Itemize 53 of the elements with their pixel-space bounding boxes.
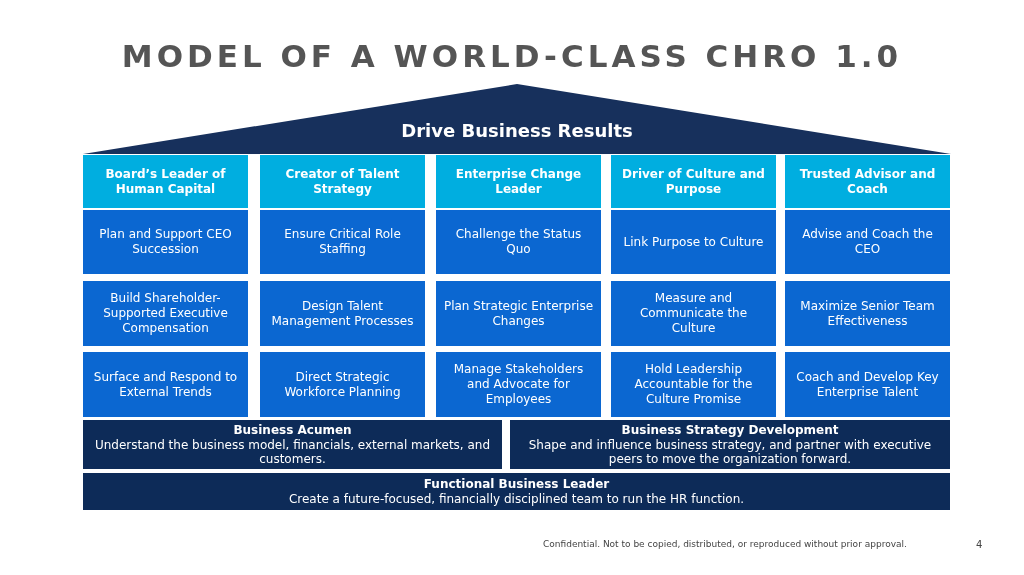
box-heading: Board’s Leader of Human Capital <box>104 166 227 197</box>
responsibility-box <box>611 210 776 274</box>
role-header-box <box>785 155 950 208</box>
box-text: Understand the business model, financials, external markets, and customers. <box>93 438 492 466</box>
responsibility-box <box>83 210 248 274</box>
box-text: Shape and influence business strategy, and partner with executive peers to move the organization forward. <box>527 438 933 466</box>
roof-title: Drive Business Results <box>401 120 633 142</box>
responsibility-box <box>611 352 776 417</box>
role-header-box <box>611 155 776 208</box>
responsibility-box <box>260 281 425 346</box>
box-text: Manage Stakeholders and Advocate for Employees <box>452 362 585 407</box>
box-heading: Functional Business Leader <box>423 477 610 492</box>
box-heading: Trusted Advisor and Coach <box>798 166 937 197</box>
box-text: Plan and Support CEO Succession <box>98 227 233 257</box>
page-number: 4 <box>976 539 983 550</box>
page-title: MODEL OF A WORLD-CLASS CHRO 1.0 <box>120 38 904 74</box>
box-text: Build Shareholder-Supported Executive Compensation <box>102 291 229 336</box>
box-text: Create a future-focused, financially disciplined team to run the HR function. <box>288 492 745 506</box>
box-text: Maximize Senior Team Effectiveness <box>799 298 936 329</box>
box-heading: Driver of Culture and Purpose <box>621 166 766 197</box>
responsibility-box <box>260 352 425 417</box>
responsibility-box <box>83 281 248 346</box>
responsibility-box <box>785 210 950 274</box>
responsibility-box <box>785 281 950 346</box>
box-text: Measure and Communicate the Culture <box>638 291 749 336</box>
box-text: Ensure Critical Role Staffing <box>283 227 402 257</box>
box-text: Direct Strategic Workforce Planning <box>283 369 402 400</box>
box-heading: Enterprise Change Leader <box>454 166 583 197</box>
box-text: Design Talent Management Processes <box>270 298 415 329</box>
responsibility-box <box>436 281 601 346</box>
responsibility-box <box>611 281 776 346</box>
responsibility-box <box>785 352 950 417</box>
box-heading: Business Strategy Development <box>621 423 839 438</box>
box-text: Plan Strategic Enterprise Changes <box>442 298 595 329</box>
role-header-box <box>83 155 248 208</box>
role-header-box <box>436 155 601 208</box>
responsibility-box <box>260 210 425 274</box>
box-text: Coach and Develop Key Enterprise Talent <box>795 369 940 400</box>
foundation-bar <box>83 473 950 510</box>
role-header-box <box>260 155 425 208</box>
box-text: Advise and Coach the CEO <box>801 227 934 257</box>
box-text: Link Purpose to Culture <box>623 234 764 250</box>
foundation-bar <box>83 420 502 469</box>
box-text: Hold Leadership Accountable for the Culture Promise <box>633 362 754 407</box>
responsibility-box <box>436 352 601 417</box>
footer-note: Confidential. Not to be copied, distributed, or reproduced without prior approval. <box>543 539 907 549</box>
responsibility-box <box>436 210 601 274</box>
box-heading: Business Acumen <box>233 423 352 438</box>
box-text: Surface and Respond to External Trends <box>92 369 239 400</box>
foundation-bar <box>510 420 950 469</box>
box-text: Challenge the Status Quo <box>454 227 583 257</box>
responsibility-box <box>83 352 248 417</box>
box-heading: Creator of Talent Strategy <box>284 166 401 197</box>
